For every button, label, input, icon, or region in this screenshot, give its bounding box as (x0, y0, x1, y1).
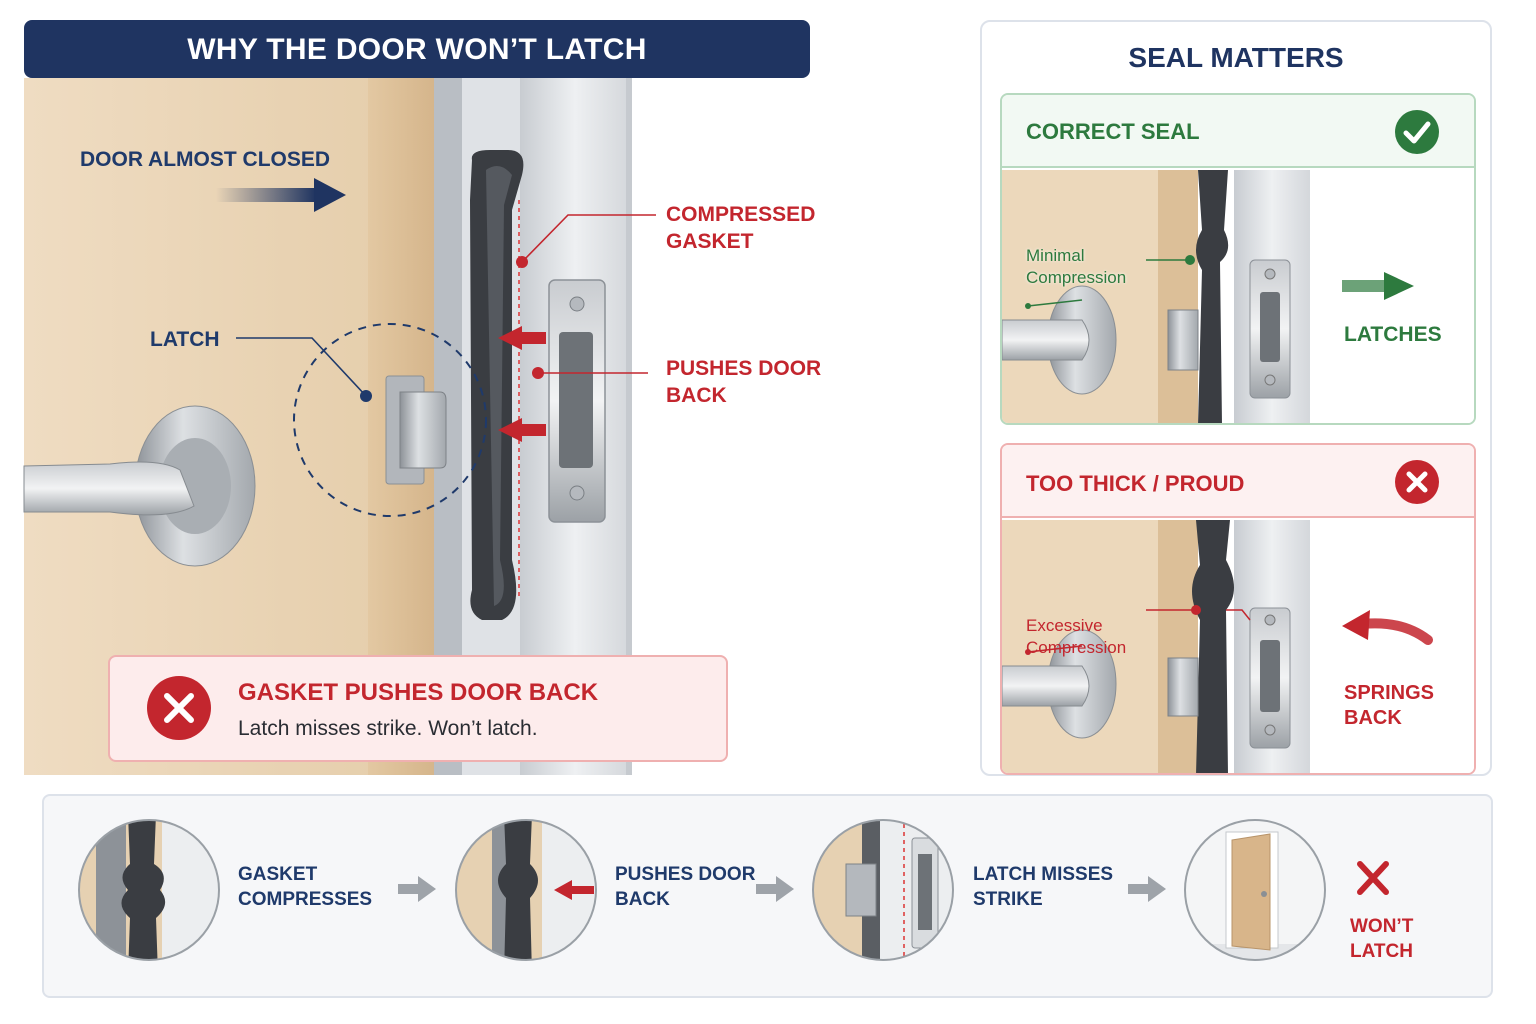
wont-latch-image (1185, 820, 1325, 960)
push-arrow-icon (498, 326, 546, 350)
correct-seal-title: CORRECT SEAL (1026, 119, 1200, 144)
next-arrow-icon (418, 876, 436, 902)
callout-title: GASKET PUSHES DOOR BACK (238, 679, 599, 706)
page-title: WHY THE DOOR WON’T LATCH (24, 20, 810, 78)
gasket (1196, 170, 1229, 423)
panel-title: SEAL MATTERS (1128, 42, 1344, 73)
door-almost-closed-label: DOOR ALMOST CLOSED (80, 148, 331, 171)
gasket (1192, 520, 1234, 773)
error-x-icon (1395, 460, 1439, 504)
check-icon (1395, 110, 1439, 154)
push-arrow-icon (554, 880, 594, 900)
door-handle (23, 461, 195, 516)
too-thick-illustration (1002, 520, 1474, 773)
correct-seal-card: CORRECT SEAL (1000, 93, 1476, 425)
too-thick-card: TOO THICK / PROUD (1000, 443, 1476, 775)
direction-arrow-icon (314, 178, 346, 212)
spring-back-arrow-icon (1342, 610, 1370, 640)
correct-seal-illustration (1002, 170, 1474, 423)
push-arrow-icon (498, 418, 546, 442)
seal-matters-panel: SEAL MATTERS CORRECT SEAL (980, 20, 1492, 776)
next-arrow-icon (1148, 876, 1166, 902)
latches-label: LATCHES (1344, 323, 1442, 346)
pushes-door-back-image (456, 820, 596, 960)
warning-callout: GASKET PUSHES DOOR BACK Latch misses str… (108, 655, 728, 762)
callout-text: Latch misses strike. Won’t latch. (238, 717, 538, 740)
latch-bolt (399, 391, 447, 469)
error-x-icon (147, 676, 211, 740)
arrow-right-icon (1384, 272, 1414, 300)
latch-label: LATCH (150, 328, 220, 351)
too-thick-title: TOO THICK / PROUD (1026, 471, 1245, 496)
x-mark-icon (1357, 861, 1389, 895)
sequence-graphics (78, 819, 1389, 961)
gasket-compresses-image (79, 820, 219, 960)
next-arrow-icon (776, 876, 794, 902)
latch-misses-strike-image (813, 820, 953, 960)
latch-highlight (293, 323, 487, 517)
